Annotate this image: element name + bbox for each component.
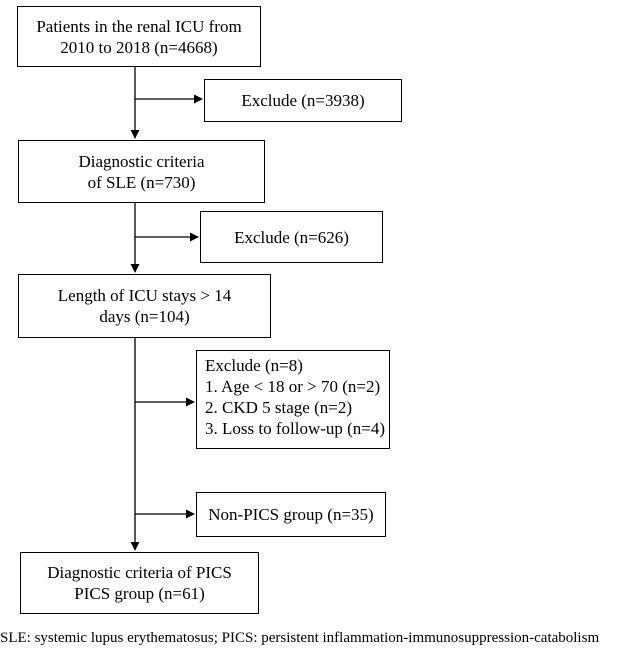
pics-box: Diagnostic criteria of PICS PICS group (… [20,552,259,614]
non-pics-line-1: Non-PICS group (n=35) [208,505,374,524]
patients-box: Patients in the renal ICU from 2010 to 2… [17,6,261,67]
sle-line-2: of SLE (n=730) [87,172,196,192]
non-pics-box: Non-PICS group (n=35) [196,492,386,537]
exclude1-line-1: Exclude (n=3938) [241,91,365,110]
icu-stay-line-2: days (n=104) [99,307,190,326]
pics-line-2: PICS group (n=61) [74,584,205,603]
sle-box: Diagnostic criteria of SLE (n=730) [18,140,265,203]
exclude3-box: Exclude (n=8) 1. Age < 18 or > 70 (n=2) … [196,350,390,449]
patients-line-2: 2010 to 2018 (n=4668) [60,37,218,57]
exclude1-box: Exclude (n=3938) [204,79,402,122]
exclude3-line-3: 2. CKD 5 stage (n=2) [205,398,352,417]
exclude2-line-1: Exclude (n=626) [234,227,349,247]
icu-stay-box: Length of ICU stays > 14 days (n=104) [18,274,271,338]
figure-caption: SLE: systemic lupus erythematosus; PICS:… [0,630,600,646]
pics-line-1: Diagnostic criteria of PICS [47,563,232,582]
exclude3-line-1: Exclude (n=8) [205,356,303,375]
exclude3-line-4: 3. Loss to follow-up (n=4) [205,419,386,438]
patients-line-1: Patients in the renal ICU from [36,16,242,36]
icu-stay-line-1: Length of ICU stays > 14 [57,286,232,305]
exclude2-box: Exclude (n=626) [200,211,383,263]
exclude3-line-2: 1. Age < 18 or > 70 (n=2) [205,377,381,396]
sle-line-1: Diagnostic criteria [78,151,205,171]
